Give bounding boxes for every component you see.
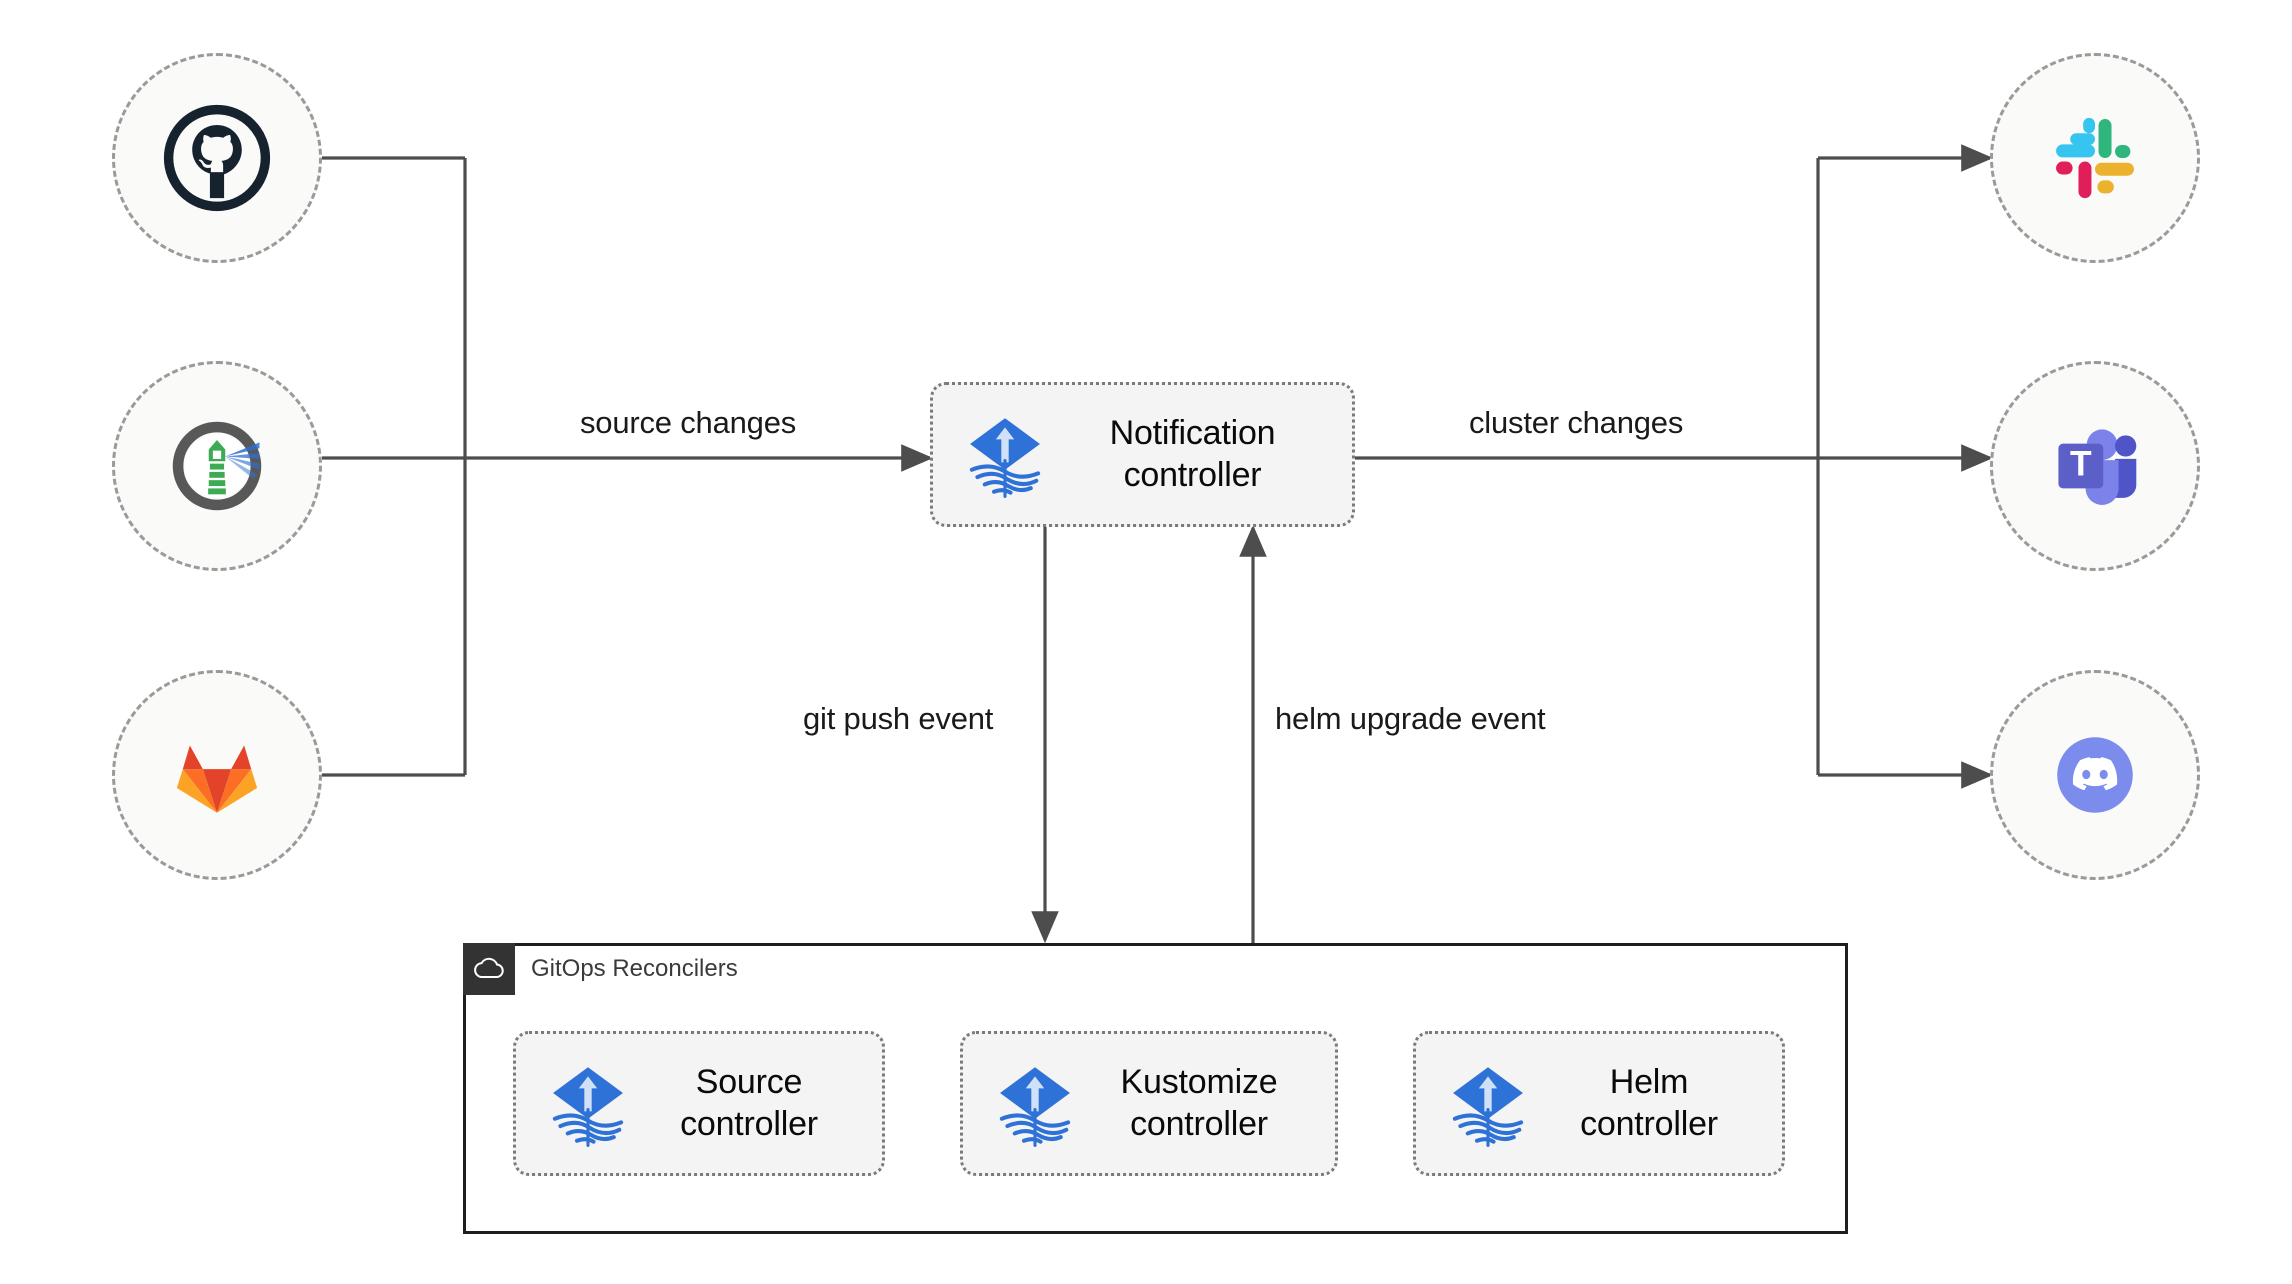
kustomize-controller-label: Kustomize controller [1120, 1063, 1278, 1143]
target-node-discord[interactable] [1990, 670, 2200, 880]
edge-label-git-push-event: git push event [803, 701, 994, 736]
kustomize-controller-box[interactable]: Kustomize controller [960, 1031, 1338, 1176]
target-node-slack[interactable] [1990, 53, 2200, 263]
source-node-lighthouse[interactable] [112, 361, 322, 571]
source-controller-box[interactable]: Source controller [513, 1031, 885, 1176]
edge-label-cluster-changes: cluster changes [1469, 405, 1684, 440]
teams-letter: T [2070, 444, 2092, 483]
helm-controller-box[interactable]: Helm controller [1413, 1031, 1785, 1176]
gitlab-icon [176, 745, 258, 813]
teams-icon: T [2058, 429, 2137, 505]
source-controller-label: Source controller [680, 1063, 818, 1143]
lighthouse-icon [172, 421, 262, 511]
helm-controller-label: Helm controller [1580, 1063, 1718, 1143]
cloud-icon [474, 957, 504, 978]
edge-label-helm-upgrade-event: helm upgrade event [1275, 701, 1546, 736]
target-node-teams[interactable]: T [1990, 361, 2200, 571]
flux-logo-icon [1452, 1066, 1524, 1147]
slack-icon [2056, 117, 2134, 199]
cloud-icon-badge [463, 943, 515, 995]
flux-logo-icon [969, 417, 1041, 498]
edge-label-source-changes: source changes [580, 405, 797, 440]
flux-logo-icon [552, 1066, 624, 1147]
discord-icon [2057, 737, 2133, 813]
github-icon [163, 104, 271, 212]
notification-controller-box[interactable]: Notification controller [930, 382, 1355, 527]
flux-logo-icon [999, 1066, 1071, 1147]
source-node-gitlab[interactable] [112, 670, 322, 880]
gitops-reconcilers-title: GitOps Reconcilers [531, 955, 738, 982]
source-node-github[interactable] [112, 53, 322, 263]
gitops-reconcilers-header: GitOps Reconcilers [463, 943, 738, 995]
notification-controller-label: Notification controller [1109, 414, 1276, 494]
